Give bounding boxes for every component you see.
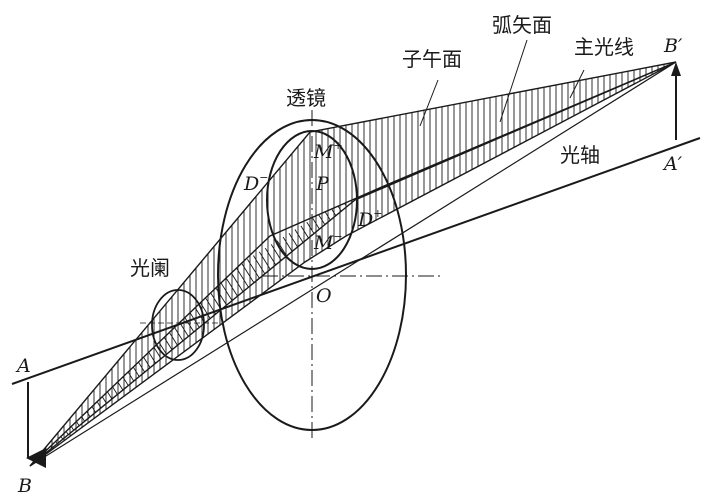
point-B-prime: B′ xyxy=(663,35,683,57)
leader-sagittal xyxy=(499,39,528,123)
sagittal-hatch-line xyxy=(30,411,69,466)
pupil-ellipse xyxy=(266,130,358,270)
leader-chief-ray xyxy=(569,69,585,99)
point-D-plus: D+ xyxy=(357,207,382,231)
point-B: B xyxy=(17,475,32,497)
point-A-prime: A′ xyxy=(662,153,683,175)
point-M-minus: M− xyxy=(313,230,343,254)
label-axis: 光轴 xyxy=(560,143,600,167)
optical-axis-line xyxy=(11,137,701,385)
point-A: A xyxy=(15,355,31,377)
sagittal-fan-outline xyxy=(29,61,677,467)
leader-meridional xyxy=(419,79,439,127)
meridional-fan xyxy=(33,62,676,466)
aperture-stop-ellipse xyxy=(151,289,205,361)
point-O: O xyxy=(316,285,332,307)
point-P: P xyxy=(315,173,330,195)
label-aperture: 光阑 xyxy=(130,256,170,280)
image-arrow-head xyxy=(671,62,681,76)
label-chief-ray: 主光线 xyxy=(574,35,634,59)
chief-ray-line xyxy=(29,61,677,467)
sagittal-fan xyxy=(30,62,676,466)
point-D-minus: D− xyxy=(243,171,268,195)
label-lens: 透镜 xyxy=(286,86,326,110)
point-M-plus: M+ xyxy=(313,139,343,163)
label-meridional: 子午面 xyxy=(402,47,462,71)
label-sagittal: 弧矢面 xyxy=(492,13,552,37)
